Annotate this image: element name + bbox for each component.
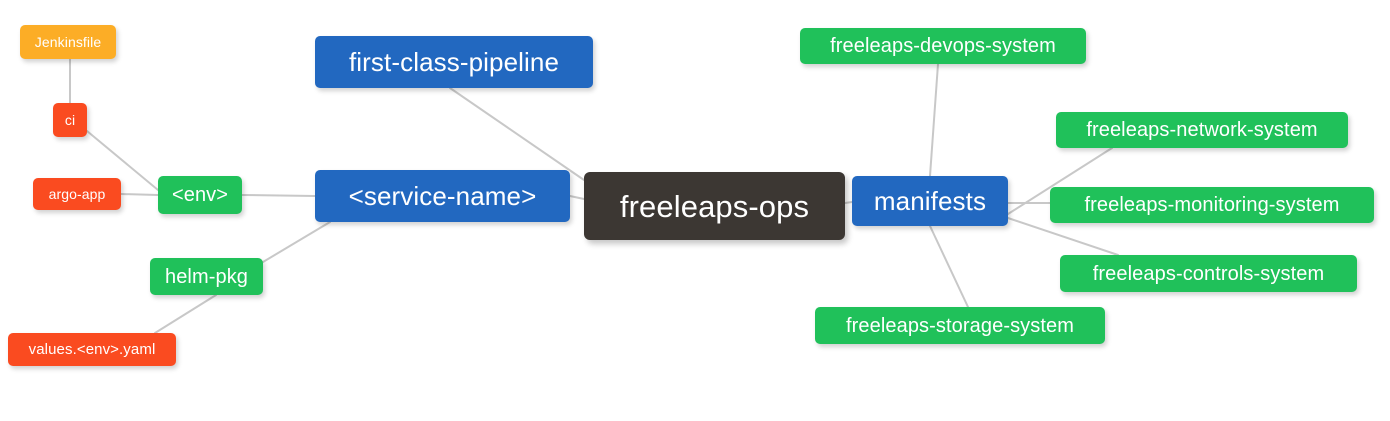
edge-values-env-yaml-to-helm-pkg <box>154 294 217 334</box>
node-devops-system[interactable]: freeleaps-devops-system <box>800 28 1086 64</box>
node-values-env-yaml[interactable]: values.<env>.yaml <box>8 333 176 366</box>
edge-env-to-service-name <box>241 194 316 197</box>
edge-service-name-to-freeleaps-ops <box>569 195 585 200</box>
node-network-system[interactable]: freeleaps-network-system <box>1056 112 1348 148</box>
node-freeleaps-ops[interactable]: freeleaps-ops <box>584 172 845 240</box>
node-env[interactable]: <env> <box>158 176 242 214</box>
edge-helm-pkg-to-service-name <box>262 221 331 263</box>
node-storage-system[interactable]: freeleaps-storage-system <box>815 307 1105 344</box>
node-controls-system[interactable]: freeleaps-controls-system <box>1060 255 1357 292</box>
node-helm-pkg[interactable]: helm-pkg <box>150 258 263 295</box>
node-argo-app[interactable]: argo-app <box>33 178 121 210</box>
edge-freeleaps-ops-to-manifests <box>844 201 853 204</box>
node-monitoring-system[interactable]: freeleaps-monitoring-system <box>1050 187 1374 223</box>
edge-argo-app-to-env <box>120 193 159 196</box>
edge-manifests-to-controls-system <box>1007 217 1119 256</box>
node-jenkinsfile[interactable]: Jenkinsfile <box>20 25 116 59</box>
node-first-class-pipeline[interactable]: first-class-pipeline <box>315 36 593 88</box>
edge-manifests-to-storage-system <box>929 225 969 308</box>
edge-manifests-to-devops-system <box>929 63 939 177</box>
node-service-name[interactable]: <service-name> <box>315 170 570 222</box>
node-ci[interactable]: ci <box>53 103 87 137</box>
node-manifests[interactable]: manifests <box>852 176 1008 226</box>
edge-first-class-pipeline-to-freeleaps-ops <box>449 87 585 181</box>
